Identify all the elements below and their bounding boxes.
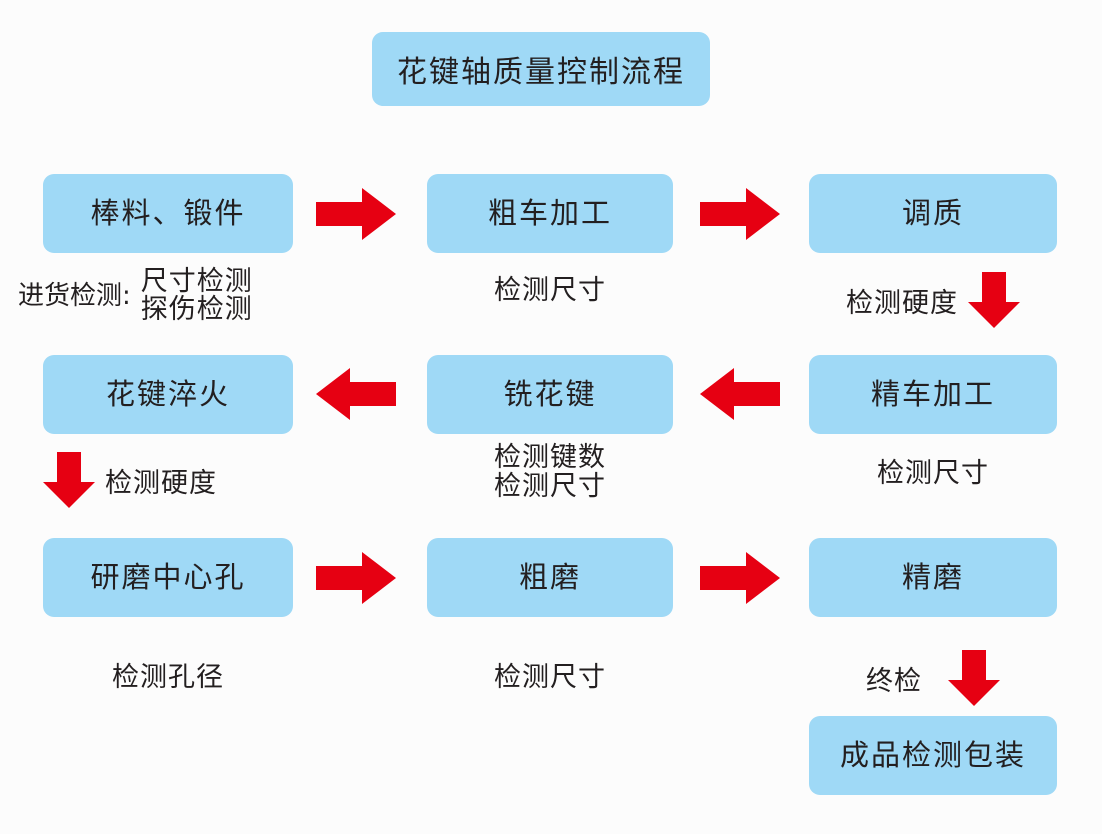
caption-tempering-group: 检测硬度 [809, 272, 1057, 334]
node-fine-turning[interactable]: 精车加工 [809, 355, 1057, 434]
caption-spline-milling-line-2: 检测尺寸 [494, 471, 606, 503]
diagram-title: 花键轴质量控制流程 [372, 32, 710, 106]
caption-incoming-label: 进货检测: [18, 281, 131, 312]
arrow-right-center-hole-to-rough-grinding [316, 552, 396, 604]
caption-rough-grinding: 检测尺寸 [494, 662, 606, 693]
caption-spline-milling: 检测键数 检测尺寸 [427, 443, 673, 501]
caption-quenching: 检测硬度 [105, 467, 217, 499]
caption-incoming-line-1: 尺寸检测 [140, 266, 253, 297]
caption-rough-turning: 检测尺寸 [494, 275, 606, 306]
arrow-right-raw-to-rough-turn [316, 188, 396, 240]
caption-incoming-inspection: 进货检测: 尺寸检测 探伤检测 [18, 266, 318, 326]
node-spline-quenching[interactable]: 花键淬火 [43, 355, 293, 434]
caption-fine-turning: 检测尺寸 [877, 458, 989, 489]
node-spline-milling[interactable]: 铣花键 [427, 355, 673, 434]
arrow-down-quenching-to-center-hole [43, 452, 95, 514]
arrow-left-spline-milling-to-quenching [316, 368, 396, 420]
caption-tempering: 检测硬度 [846, 287, 958, 319]
node-tempering[interactable]: 调质 [809, 174, 1057, 253]
arrow-right-rough-grinding-to-fine-grinding [700, 552, 780, 604]
caption-quenching-group: 检测硬度 [43, 452, 293, 514]
caption-center-hole-grinding: 检测孔径 [112, 662, 224, 693]
caption-final-inspection: 终检 [866, 665, 922, 697]
node-center-hole-grinding[interactable]: 研磨中心孔 [43, 538, 293, 617]
caption-final-inspection-group: 终检 [809, 650, 1057, 712]
arrow-down-tempering-to-fine-turning [968, 272, 1020, 334]
node-rough-turning[interactable]: 粗车加工 [427, 174, 673, 253]
arrow-right-rough-turn-to-tempering [700, 188, 780, 240]
caption-incoming-line-2: 探伤检测 [140, 294, 253, 326]
arrow-down-fine-grinding-to-final-packaging [948, 650, 1000, 712]
node-rough-grinding[interactable]: 粗磨 [427, 538, 673, 617]
node-final-inspection-packaging[interactable]: 成品检测包装 [809, 716, 1057, 795]
arrow-left-fine-turning-to-spline-milling [700, 368, 780, 420]
node-raw-material[interactable]: 棒料、锻件 [43, 174, 293, 253]
node-fine-grinding[interactable]: 精磨 [809, 538, 1057, 617]
caption-spline-milling-line-1: 检测键数 [494, 442, 606, 473]
